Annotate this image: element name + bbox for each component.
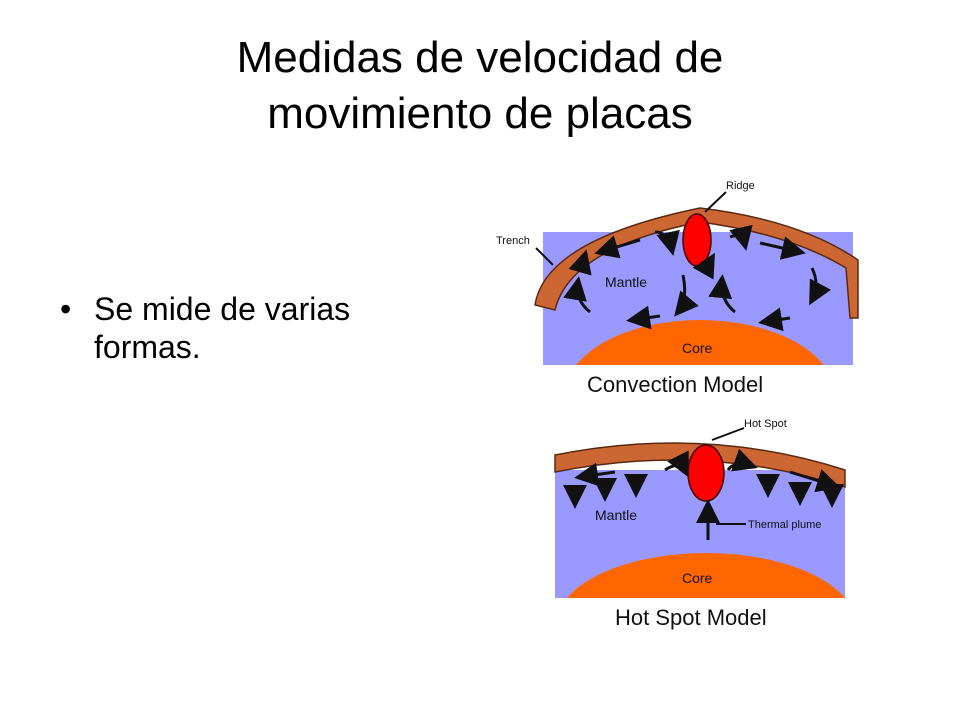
hot-spot-pointer bbox=[711, 427, 745, 441]
thermal-plume-label: Thermal plume bbox=[748, 519, 821, 531]
hotspot-model: Mantle Core Hot Spot Thermal plume Hot S… bbox=[554, 418, 846, 634]
bullet-text: Se mide de varias formas. bbox=[94, 291, 351, 365]
core-label: Core bbox=[682, 340, 713, 356]
core-shape bbox=[566, 553, 845, 598]
mantle-label: Mantle bbox=[595, 507, 637, 523]
core-label: Core bbox=[682, 570, 713, 586]
trench-pointer bbox=[535, 247, 554, 266]
title-line-2: movimiento de placas bbox=[267, 89, 693, 138]
hotspot-arrows bbox=[563, 448, 844, 540]
convection-arrows bbox=[563, 224, 832, 332]
bullet-list: • Se mide de varias formas. bbox=[60, 290, 460, 366]
hot-spot-label: Hot Spot bbox=[744, 418, 787, 430]
ridge-plume bbox=[682, 213, 712, 267]
convection-caption: Convection Model bbox=[587, 372, 763, 397]
mantle-label: Mantle bbox=[605, 274, 647, 290]
slide-title: Medidas de velocidad de movimiento de pl… bbox=[0, 30, 960, 142]
bullet-marker: • bbox=[60, 291, 72, 327]
hotspot-caption: Hot Spot Model bbox=[615, 605, 767, 630]
title-line-1: Medidas de velocidad de bbox=[236, 33, 724, 82]
core-shape bbox=[576, 320, 824, 365]
lithosphere-plate bbox=[554, 442, 846, 489]
ridge-label: Ridge bbox=[726, 180, 755, 192]
convection-model: Mantle Core Ridge Trench Convection Mode… bbox=[496, 180, 859, 402]
ridge-pointer bbox=[704, 191, 727, 213]
bullet-item: • Se mide de varias formas. bbox=[60, 290, 460, 366]
hotspot-plume bbox=[687, 444, 725, 502]
trench-label: Trench bbox=[496, 235, 530, 247]
